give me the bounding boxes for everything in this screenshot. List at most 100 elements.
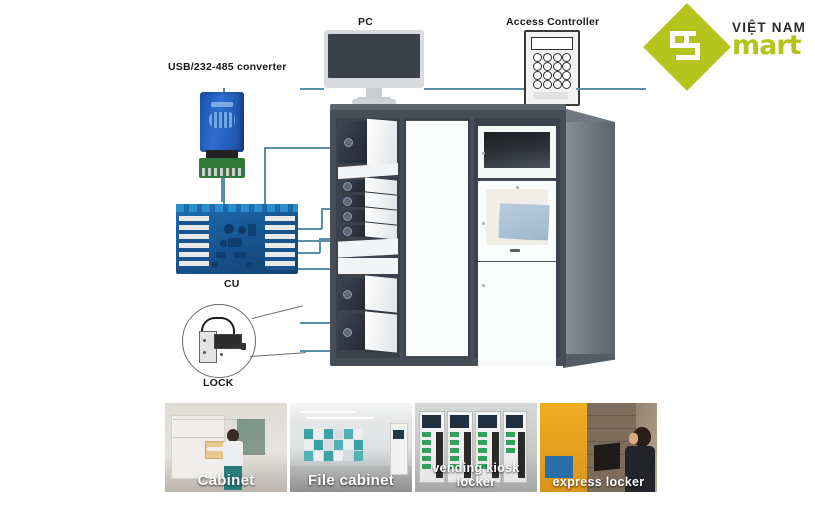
locker-drawer-2[interactable] bbox=[406, 164, 468, 189]
locker-bay-open-6[interactable] bbox=[338, 278, 366, 310]
locker-card-slot[interactable] bbox=[510, 249, 520, 252]
lock-leader-line-bottom bbox=[250, 352, 306, 357]
locker-shelf-3 bbox=[338, 258, 398, 274]
lock-key-icon bbox=[231, 343, 246, 350]
gallery-caption-cabinet: Cabinet bbox=[197, 472, 255, 489]
locker-drawer-5[interactable] bbox=[406, 236, 468, 261]
locker-knob-6[interactable] bbox=[343, 290, 352, 299]
right-panel-dot-1 bbox=[482, 152, 485, 155]
line-usb-to-cu bbox=[223, 178, 225, 206]
usb-232-485-converter bbox=[198, 92, 250, 202]
cu-right-terminals bbox=[265, 216, 295, 270]
pc-stand-base bbox=[352, 99, 396, 105]
line-lock-to-cabinet-upper bbox=[300, 322, 348, 324]
converter-terminal-pins bbox=[202, 168, 242, 176]
line-lock-to-cabinet-lower bbox=[300, 350, 348, 352]
locker-bay-open-1[interactable] bbox=[338, 121, 368, 163]
logo-line-vietnam: VIỆT NAM bbox=[732, 20, 807, 35]
label-pc: PC bbox=[358, 16, 373, 28]
locker-drawer-1[interactable] bbox=[406, 120, 468, 166]
locker-ad-display-panel bbox=[478, 126, 556, 178]
cabinet-column-right bbox=[474, 118, 560, 366]
line-cu-branch-1-v bbox=[321, 208, 323, 229]
gallery-photo-express-locker bbox=[540, 403, 657, 492]
line-cu-branch-3 bbox=[298, 252, 320, 254]
locker-drawer-8[interactable] bbox=[406, 320, 468, 357]
cu-top-header bbox=[176, 204, 298, 212]
converter-shield bbox=[206, 150, 238, 160]
terminal-camera-dot bbox=[516, 186, 519, 189]
locker-door-open-1[interactable] bbox=[367, 118, 397, 168]
access-controller-keypad bbox=[533, 53, 571, 89]
locker-knob-2[interactable] bbox=[343, 182, 352, 191]
lock-leader-line-top bbox=[252, 305, 303, 319]
logo-wordmark: VIỆT NAM mart bbox=[732, 20, 806, 59]
right-panel-dot-2 bbox=[482, 222, 485, 225]
gallery-item-file-cabinet[interactable]: File cabinet bbox=[290, 403, 412, 492]
locker-drawer-6[interactable] bbox=[406, 260, 468, 287]
locker-touchscreen[interactable] bbox=[498, 203, 550, 241]
label-lock: LOCK bbox=[203, 377, 234, 389]
application-gallery: Cabinet bbox=[165, 403, 657, 492]
locker-ad-display-screen bbox=[484, 132, 550, 168]
line-cu-branch-4 bbox=[283, 268, 349, 270]
line-cu-branch-2 bbox=[298, 240, 334, 242]
locker-door-open-7[interactable] bbox=[365, 311, 397, 353]
line-controller-right bbox=[576, 88, 646, 90]
line-cu-branch-0-h bbox=[264, 147, 348, 149]
line-cu-branch-3-v bbox=[319, 238, 321, 253]
access-controller-display bbox=[531, 37, 573, 50]
cabinet-column-left bbox=[336, 118, 400, 358]
access-controller-base bbox=[534, 92, 568, 99]
pc-screen-glass bbox=[328, 34, 420, 78]
locker-knob-1[interactable] bbox=[344, 138, 353, 147]
gallery-photo-file-cabinet bbox=[290, 403, 412, 492]
cabinet-front-frame bbox=[330, 110, 566, 366]
locker-drawer-7[interactable] bbox=[406, 286, 468, 321]
locker-knob-5[interactable] bbox=[343, 227, 352, 236]
gallery-photo-vending-kiosk bbox=[415, 403, 537, 492]
logo-s-mark-icon bbox=[670, 31, 704, 63]
gallery-caption-express-locker: express locker bbox=[552, 475, 645, 489]
locker-knob-7[interactable] bbox=[343, 328, 352, 337]
gallery-photo-cabinet bbox=[165, 403, 287, 492]
access-controller-device bbox=[524, 30, 580, 106]
pc-screen-bezel bbox=[324, 30, 424, 88]
cu-control-board bbox=[176, 204, 298, 274]
converter-body bbox=[200, 92, 244, 152]
gallery-caption-file-cabinet: File cabinet bbox=[307, 472, 395, 489]
locker-shelf-2 bbox=[338, 238, 398, 258]
locker-door-open-5[interactable] bbox=[365, 222, 397, 240]
lock-shackle bbox=[201, 317, 235, 339]
label-access-controller: Access Controller bbox=[506, 16, 600, 28]
logo-line-mart: mart bbox=[732, 30, 802, 61]
right-panel-dot-3 bbox=[482, 284, 485, 287]
locker-bay-open-7[interactable] bbox=[338, 314, 366, 350]
gallery-item-express-locker[interactable]: express locker bbox=[540, 403, 657, 492]
line-cu-branch-1 bbox=[298, 228, 322, 230]
converter-cable bbox=[221, 178, 223, 202]
locker-knob-3[interactable] bbox=[343, 197, 352, 206]
cabinet-right-side-panel bbox=[563, 122, 615, 354]
line-pc-to-controller bbox=[424, 88, 524, 90]
pc-monitor bbox=[324, 30, 424, 106]
line-cu-branch-0-v bbox=[264, 147, 266, 208]
locker-knob-4[interactable] bbox=[343, 212, 352, 221]
gallery-caption-vending-kiosk: vending kiosk locker bbox=[432, 461, 520, 489]
gallery-item-cabinet[interactable]: Cabinet bbox=[165, 403, 287, 492]
cabinet-side-bottom-bevel bbox=[563, 354, 615, 368]
locker-lower-cabinet-door[interactable] bbox=[478, 262, 556, 366]
cu-left-terminals bbox=[179, 216, 209, 270]
locker-drawer-3[interactable] bbox=[406, 188, 468, 213]
locker-terminal-panel bbox=[478, 180, 556, 262]
cabinet-side-top-bevel bbox=[563, 108, 615, 122]
locker-door-open-6[interactable] bbox=[365, 275, 397, 313]
locker-drawer-4[interactable] bbox=[406, 212, 468, 237]
lock-magnifier-callout bbox=[182, 304, 256, 378]
smart-locker-cabinet bbox=[330, 100, 620, 370]
label-converter: USB/232-485 converter bbox=[168, 61, 287, 73]
label-cu: CU bbox=[224, 278, 240, 290]
gallery-item-vending-kiosk[interactable]: vending kiosk locker bbox=[415, 403, 537, 492]
cabinet-top-lip bbox=[330, 104, 566, 112]
